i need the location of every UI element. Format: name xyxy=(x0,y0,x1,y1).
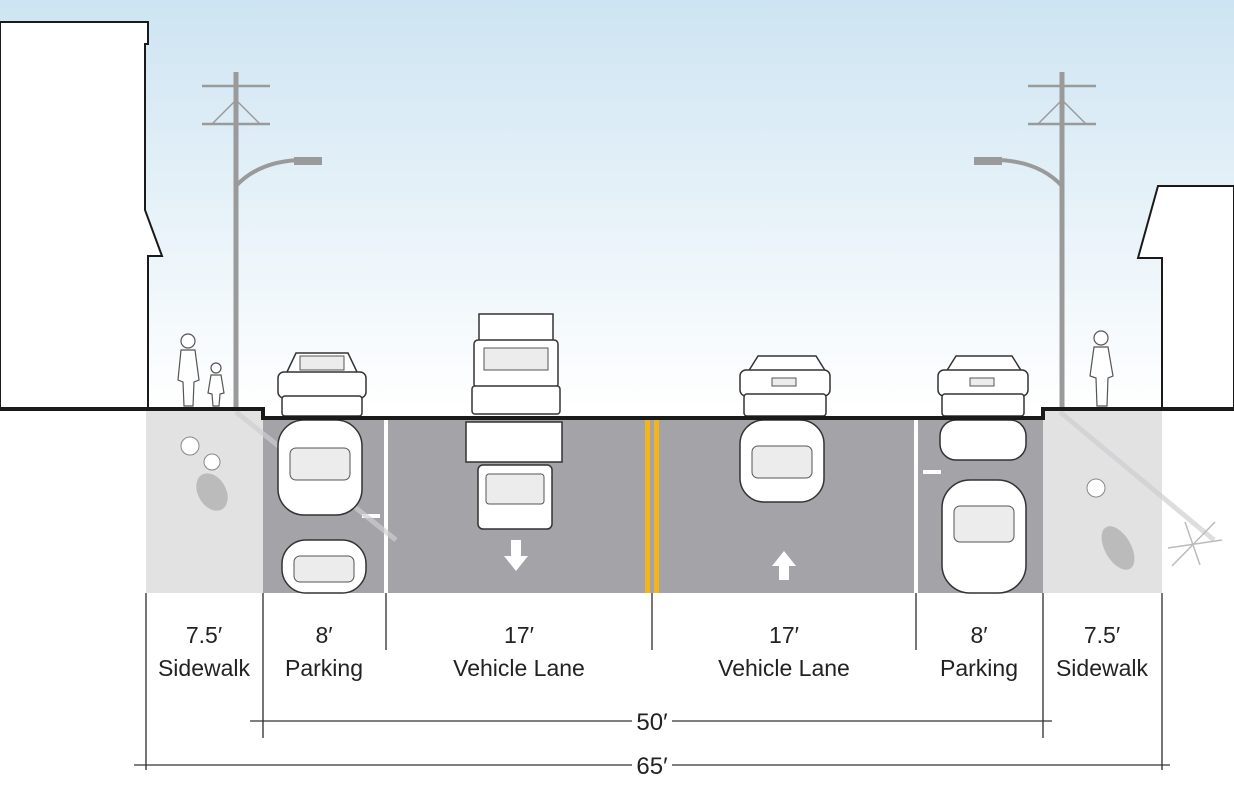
right-pole-shadow xyxy=(1058,410,1216,542)
left-parking-tick xyxy=(362,514,380,518)
truck-top-view xyxy=(465,421,563,530)
segment-5-name: Parking xyxy=(940,655,1018,681)
yellow-centerline-left xyxy=(645,418,650,593)
right-building xyxy=(1136,185,1234,411)
right-parking-tick xyxy=(923,470,941,474)
parked-car-top-right-1 xyxy=(939,419,1027,461)
segment-3-width: 17′ xyxy=(504,622,534,648)
segment-2-name: Parking xyxy=(285,655,363,681)
segment-6-name: Sidewalk xyxy=(1056,655,1149,681)
yellow-centerline-right xyxy=(654,418,659,593)
curb-to-curb-dimension: 50′ xyxy=(250,709,1052,736)
right-utility-pole xyxy=(974,72,1096,410)
parked-car-elevation-left xyxy=(277,352,367,417)
pedestrian-plan-right xyxy=(1086,478,1135,570)
segment-5-width: 8′ xyxy=(970,622,987,648)
parked-car-top-right-2 xyxy=(941,479,1027,594)
southbound-arrow-icon xyxy=(504,540,528,571)
box-truck-elevation xyxy=(471,313,561,415)
northbound-arrow-icon xyxy=(772,551,796,580)
right-of-way-dimension: 65′ xyxy=(134,753,1170,780)
ground-curb-line xyxy=(0,407,1234,420)
left-utility-pole xyxy=(202,72,322,410)
segment-4-width: 17′ xyxy=(769,622,799,648)
lamp-plan-right xyxy=(1167,521,1223,567)
segment-1-width: 7.5′ xyxy=(186,622,222,648)
left-building xyxy=(0,21,164,411)
car-elevation-lane xyxy=(739,355,831,417)
parked-car-elevation-right xyxy=(937,355,1029,417)
segment-3-name: Vehicle Lane xyxy=(453,655,585,681)
curb-to-curb-label: 50′ xyxy=(636,709,668,736)
roadway-plan xyxy=(263,418,1043,593)
segment-dividers xyxy=(145,593,1163,770)
parked-car-top-left-1 xyxy=(277,419,363,516)
segment-2-width: 8′ xyxy=(315,622,332,648)
pedestrian-elevation-right xyxy=(1089,330,1114,407)
sky xyxy=(0,0,1234,410)
right-sidewalk-plan xyxy=(1043,410,1162,593)
car-top-view-lane xyxy=(739,419,825,503)
pedestrians-elevation-left xyxy=(177,333,225,407)
segment-6-width: 7.5′ xyxy=(1084,622,1120,648)
right-of-way-label: 65′ xyxy=(636,753,668,780)
segment-1-name: Sidewalk xyxy=(158,655,251,681)
segment-4-name: Vehicle Lane xyxy=(718,655,850,681)
pedestrians-plan-left xyxy=(180,436,228,511)
parked-car-top-left-2 xyxy=(281,539,367,594)
